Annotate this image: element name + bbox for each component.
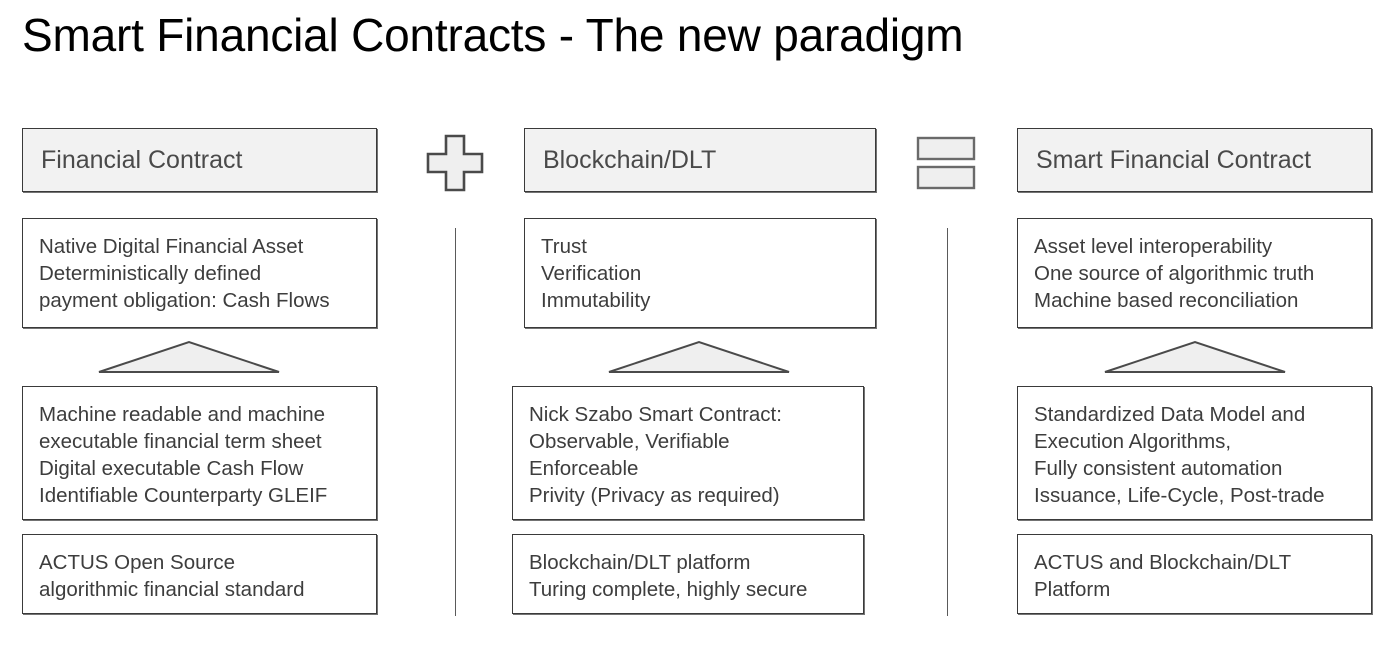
body-line: Platform [1034,578,1111,601]
content-box-financial-contract-standard: ACTUS Open Source algorithmic financial … [22,534,377,614]
header-label-blockchain-dlt: Blockchain/DLT [543,145,717,174]
body-line: Asset level interoperability [1034,235,1273,258]
body-line: Deterministically defined [39,262,262,285]
up-arrow-icon-column-1 [94,336,284,378]
equals-icon [915,134,977,192]
content-box-blockchain-detail: Nick Szabo Smart Contract: Observable, V… [512,386,864,520]
up-arrow-icon-column-3 [1100,336,1290,378]
body-line: executable financial term sheet [39,430,322,453]
header-label-smart-financial-contract: Smart Financial Contract [1036,145,1312,174]
body-line: Verification [541,262,642,285]
header-box-blockchain-dlt[interactable]: Blockchain/DLT [524,128,876,192]
page-title: Smart Financial Contracts - The new para… [22,9,964,61]
body-line: Fully consistent automation [1034,457,1283,480]
content-box-blockchain-properties: Trust Verification Immutability [524,218,876,328]
body-line: Trust [541,235,587,258]
content-box-smart-contract-detail: Standardized Data Model and Execution Al… [1017,386,1372,520]
body-line: Observable, Verifiable [529,430,730,453]
content-box-smart-contract-platform: ACTUS and Blockchain/DLT Platform [1017,534,1372,614]
content-box-smart-contract-properties: Asset level interoperability One source … [1017,218,1372,328]
body-line: Enforceable [529,457,639,480]
up-arrow-icon-column-2 [604,336,794,378]
content-box-blockchain-platform: Blockchain/DLT platform Turing complete,… [512,534,864,614]
column-divider-right [947,228,949,616]
body-line: Machine readable and machine [39,403,326,426]
body-line: algorithmic financial standard [39,578,305,601]
content-box-financial-contract-properties: Native Digital Financial Asset Determini… [22,218,377,328]
plus-icon [424,132,486,194]
body-line: One source of algorithmic truth [1034,262,1315,285]
content-box-financial-contract-detail: Machine readable and machine executable … [22,386,377,520]
body-line: Issuance, Life-Cycle, Post-trade [1034,484,1325,507]
body-line: Standardized Data Model and [1034,403,1306,426]
body-line: Digital executable Cash Flow [39,457,304,480]
body-line: payment obligation: Cash Flows [39,289,330,312]
body-line: Native Digital Financial Asset [39,235,304,258]
header-box-financial-contract[interactable]: Financial Contract [22,128,377,192]
body-line: Turing complete, highly secure [529,578,808,601]
body-line: Immutability [541,289,651,312]
body-line: Machine based reconciliation [1034,289,1299,312]
column-divider-left [455,228,457,616]
body-line: Blockchain/DLT platform [529,551,751,574]
body-line: Execution Algorithms, [1034,430,1232,453]
header-label-financial-contract: Financial Contract [41,145,243,174]
body-line: ACTUS Open Source [39,551,235,574]
body-line: Privity (Privacy as required) [529,484,780,507]
body-line: Nick Szabo Smart Contract: [529,403,782,426]
header-box-smart-financial-contract[interactable]: Smart Financial Contract [1017,128,1372,192]
body-line: Identifiable Counterparty GLEIF [39,484,328,507]
body-line: ACTUS and Blockchain/DLT [1034,551,1292,574]
